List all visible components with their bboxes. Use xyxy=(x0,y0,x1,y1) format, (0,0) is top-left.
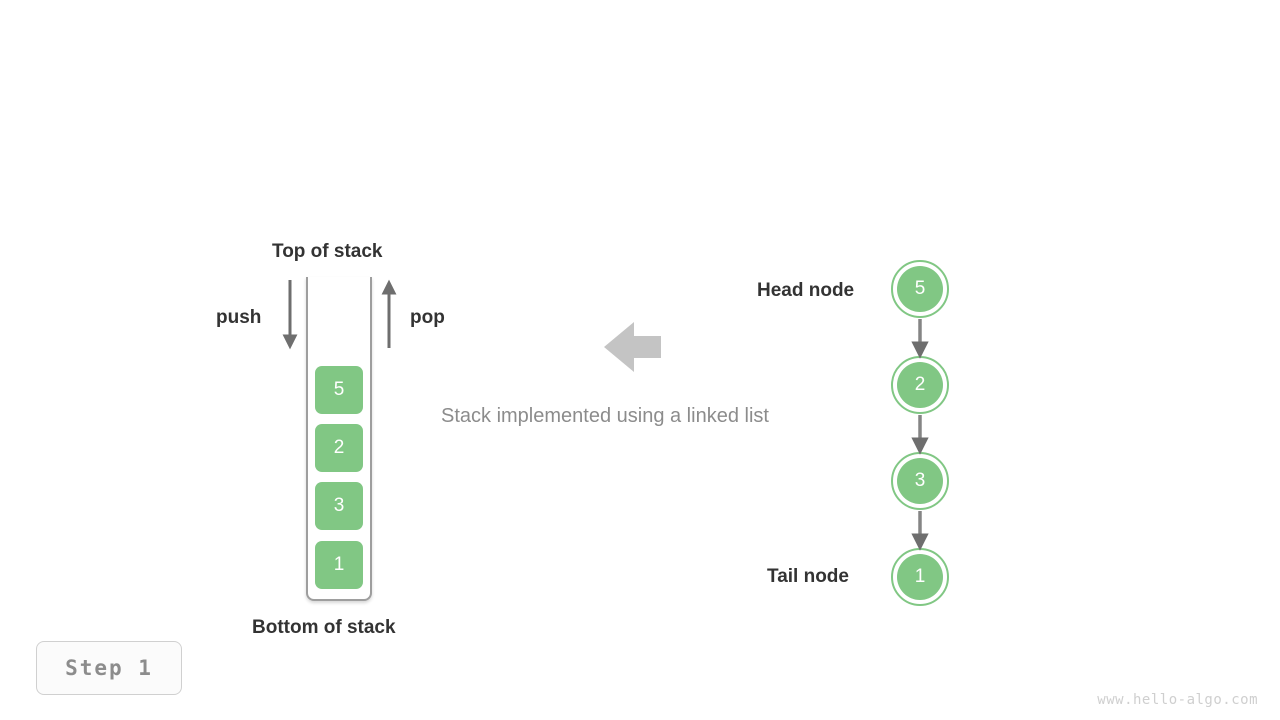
implements-arrow-icon xyxy=(604,322,661,372)
node-value: 3 xyxy=(897,458,943,504)
node-value: 1 xyxy=(897,554,943,600)
bottom-of-stack-label: Bottom of stack xyxy=(252,617,396,638)
step-badge: Step 1 xyxy=(36,641,182,695)
stack-cell: 3 xyxy=(315,482,363,530)
top-of-stack-label: Top of stack xyxy=(272,241,383,262)
node-value: 5 xyxy=(897,266,943,312)
tail-node-label: Tail node xyxy=(767,566,849,587)
linked-list-node: 3 xyxy=(891,452,949,510)
node-value: 2 xyxy=(897,362,943,408)
linked-list-node: 5 xyxy=(891,260,949,318)
pop-label: pop xyxy=(410,307,445,328)
caption-text: Stack implemented using a linked list xyxy=(441,405,769,427)
linked-list-node: 1 xyxy=(891,548,949,606)
stack-cell: 2 xyxy=(315,424,363,472)
stack-cell: 1 xyxy=(315,541,363,589)
watermark: www.hello-algo.com xyxy=(1097,692,1258,708)
head-node-label: Head node xyxy=(757,280,855,301)
linked-list-node: 2 xyxy=(891,356,949,414)
push-label: push xyxy=(216,307,262,328)
stack-cell: 5 xyxy=(315,366,363,414)
